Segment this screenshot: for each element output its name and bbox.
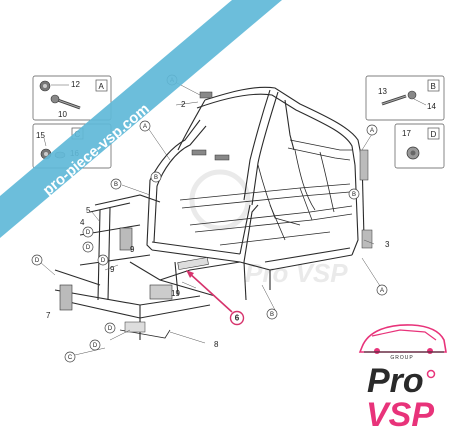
legend-box-a-id: A xyxy=(99,82,105,91)
svg-text:B: B xyxy=(270,312,274,318)
callout-b-right: B xyxy=(348,188,360,200)
legend-box-a-part-10: 10 xyxy=(58,110,67,119)
svg-text:C: C xyxy=(68,355,73,361)
svg-text:B: B xyxy=(352,192,356,198)
logo-tagline: GROUP xyxy=(390,355,413,361)
callout-d-inner-1: D xyxy=(82,226,94,238)
callout-a-left: A xyxy=(139,120,151,132)
part-numbers: 2 3 4 5 9 9 7 8 19 xyxy=(46,100,390,349)
svg-text:D: D xyxy=(108,326,113,332)
callout-c-left: C xyxy=(64,351,76,363)
legend-box-d-id: D xyxy=(431,130,437,139)
svg-text:D: D xyxy=(86,245,91,251)
part-number-19: 19 xyxy=(171,289,180,298)
callout-b-bottom: B xyxy=(266,308,278,320)
svg-text:A: A xyxy=(143,124,147,130)
callouts: A A A A B B B B xyxy=(31,74,388,363)
svg-text:B: B xyxy=(114,182,118,188)
part-number-4: 4 xyxy=(80,218,85,227)
legend-box-b-id: B xyxy=(431,82,436,91)
legend-box-d: D 17 xyxy=(394,123,445,169)
legend-box-c-part-15: 15 xyxy=(36,131,45,140)
callout-b-left: B xyxy=(110,178,122,190)
callout-d-left: D xyxy=(31,254,43,266)
svg-text:D: D xyxy=(35,258,40,264)
svg-text:B: B xyxy=(154,175,158,181)
provsp-logo: GROUP Pro VSP xyxy=(358,324,447,434)
svg-text:A: A xyxy=(380,288,384,294)
part-number-8: 8 xyxy=(214,340,219,349)
legend-box-b: B 13 14 xyxy=(365,75,445,121)
svg-text:A: A xyxy=(370,128,374,134)
callout-d-lower-1: D xyxy=(104,322,116,334)
callout-a-right: A xyxy=(366,124,378,136)
watermark: Pro VSP xyxy=(189,169,348,288)
callout-b-mid: B xyxy=(150,171,162,183)
logo-brand-bottom: VSP xyxy=(366,396,434,434)
part-number-9a: 9 xyxy=(130,245,135,254)
roll-cage-frame xyxy=(146,86,373,301)
part-number-6: 6 xyxy=(235,314,240,323)
logo-brand-top: Pro xyxy=(367,362,424,400)
part-number-5: 5 xyxy=(86,206,91,215)
part-number-2: 2 xyxy=(181,100,186,109)
callout-d-lower-2: D xyxy=(89,339,101,351)
watermark-text: Pro VSP xyxy=(245,258,348,288)
highlight-part-6: 6 xyxy=(186,270,245,326)
part-number-7: 7 xyxy=(46,311,51,320)
legend-box-d-part-17: 17 xyxy=(402,129,411,138)
callout-d-inner-3: D xyxy=(97,254,109,266)
callout-d-inner-2: D xyxy=(82,241,94,253)
svg-text:D: D xyxy=(86,230,91,236)
svg-text:D: D xyxy=(101,258,106,264)
front-subframe xyxy=(54,194,241,340)
callout-a-bottom-right: A xyxy=(376,284,388,296)
part-number-3: 3 xyxy=(385,240,390,249)
legend-box-a-part-12: 12 xyxy=(71,80,80,89)
legend-box-b-part-13: 13 xyxy=(378,87,387,96)
svg-text:D: D xyxy=(93,343,98,349)
legend-box-b-part-14: 14 xyxy=(427,102,436,111)
part-number-9b: 9 xyxy=(110,265,115,274)
legend-box-a: A 12 10 xyxy=(32,75,112,121)
